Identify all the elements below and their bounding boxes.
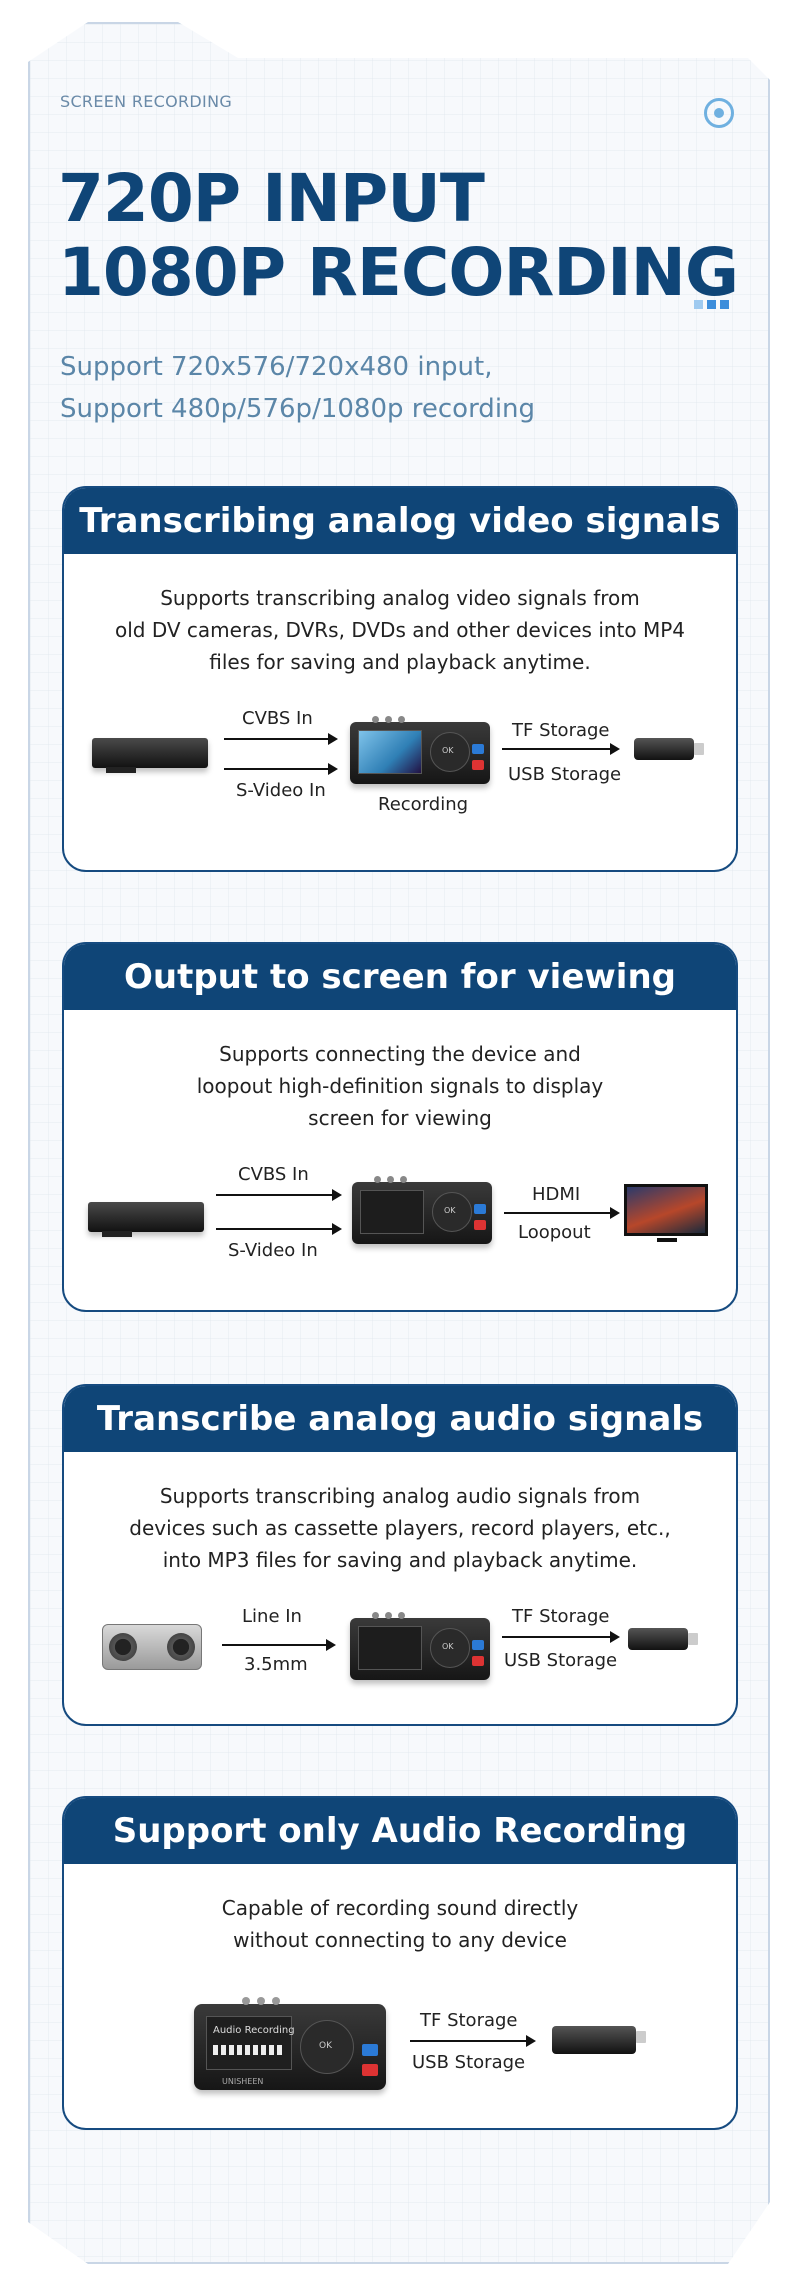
output-bottom-label: USB Storage — [508, 764, 622, 785]
output-bottom-label: USB Storage — [412, 2052, 526, 2073]
output-top-label: TF Storage — [420, 2010, 518, 2031]
arrow-right-icon — [224, 763, 338, 775]
device-brand: UNISHEEN — [222, 2077, 264, 2086]
card-transcribe-audio: Transcribe analog audio signals Supports… — [62, 1384, 738, 1726]
subheadline-line-1: Support 720x576/720x480 input, — [60, 352, 493, 382]
diagram: Audio Recording UNISHEEN TF Storage USB … — [64, 1988, 736, 2108]
card-title: Support only Audio Recording — [64, 1798, 736, 1864]
card-description: Supports connecting the device and loopo… — [64, 1038, 736, 1134]
arrow-right-icon — [216, 1223, 342, 1235]
headline: 720P INPUT 1080P RECORDING — [58, 160, 739, 311]
card-output-screen: Output to screen for viewing Supports co… — [62, 942, 738, 1312]
arrow-right-icon — [224, 733, 338, 745]
target-icon — [704, 98, 734, 128]
output-bottom-label: USB Storage — [504, 1650, 618, 1671]
desc-line: old DV cameras, DVRs, DVDs and other dev… — [114, 618, 686, 642]
output-bottom-label: Loopout — [518, 1222, 591, 1243]
diagram: CVBS In S-Video In HDMI Loopout — [64, 1164, 736, 1294]
desc-line: loopout high-definition signals to displ… — [196, 1074, 604, 1098]
device-screen-text: Audio Recording — [213, 2025, 295, 2036]
decor-dots — [694, 300, 729, 309]
input-top-label: Line In — [242, 1606, 302, 1627]
subheadline-line-2: Support 480p/576p/1080p recording — [60, 394, 536, 424]
desc-line: devices such as cassette players, record… — [129, 1516, 671, 1540]
desc-line: Capable of recording sound directly — [221, 1896, 579, 1920]
usb-drive-icon — [634, 738, 704, 760]
diagram: CVBS In S-Video In Recording TF Storage … — [64, 708, 736, 858]
input-bottom-label: S-Video In — [228, 1240, 318, 1261]
dvd-player-icon — [92, 738, 208, 773]
card-description: Supports transcribing analog audio signa… — [64, 1480, 736, 1576]
tv-icon — [624, 1184, 708, 1242]
usb-drive-icon — [552, 2026, 646, 2054]
desc-line: Supports transcribing analog video signa… — [160, 586, 640, 610]
card-title: Transcribing analog video signals — [64, 488, 736, 554]
device-label: Recording — [378, 794, 469, 815]
subheadline: Support 720x576/720x480 input, Support 4… — [60, 346, 535, 430]
recorder-icon — [350, 1612, 490, 1680]
arrow-right-icon — [504, 1207, 620, 1219]
input-bottom-label: S-Video In — [236, 780, 326, 801]
boombox-icon — [102, 1624, 202, 1670]
desc-line: without connecting to any device — [233, 1928, 567, 1952]
desc-line: screen for viewing — [308, 1106, 492, 1130]
desc-line: Supports transcribing analog audio signa… — [159, 1484, 641, 1508]
audio-recorder-icon: Audio Recording UNISHEEN — [194, 1997, 386, 2090]
card-audio-only: Support only Audio Recording Capable of … — [62, 1796, 738, 2130]
headline-line-1: 720P INPUT — [58, 160, 485, 237]
card-title: Output to screen for viewing — [64, 944, 736, 1010]
input-bottom-label: 3.5mm — [244, 1654, 308, 1675]
card-transcribe-video: Transcribing analog video signals Suppor… — [62, 486, 738, 872]
arrow-right-icon — [502, 743, 620, 755]
desc-line: into MP3 files for saving and playback a… — [162, 1548, 638, 1572]
output-top-label: TF Storage — [512, 720, 610, 741]
input-top-label: CVBS In — [238, 1164, 309, 1185]
desc-line: files for saving and playback anytime. — [209, 650, 591, 674]
recorder-icon — [350, 716, 490, 784]
desc-line: Supports connecting the device and — [219, 1042, 581, 1066]
output-top-label: TF Storage — [512, 1606, 610, 1627]
dvd-player-icon — [88, 1202, 204, 1237]
recorder-icon — [352, 1176, 492, 1244]
card-description: Capable of recording sound directly with… — [64, 1892, 736, 1956]
card-title: Transcribe analog audio signals — [64, 1386, 736, 1452]
output-top-label: HDMI — [532, 1184, 581, 1205]
usb-drive-icon — [628, 1628, 698, 1650]
arrow-right-icon — [216, 1189, 342, 1201]
diagram: Line In 3.5mm TF Storage USB Storage — [64, 1606, 736, 1716]
section-label: SCREEN RECORDING — [60, 92, 233, 111]
input-top-label: CVBS In — [242, 708, 313, 729]
card-description: Supports transcribing analog video signa… — [64, 582, 736, 678]
arrow-right-icon — [410, 2035, 536, 2047]
headline-line-2: 1080P RECORDING — [58, 234, 739, 311]
arrow-right-icon — [222, 1639, 336, 1651]
arrow-right-icon — [502, 1631, 620, 1643]
